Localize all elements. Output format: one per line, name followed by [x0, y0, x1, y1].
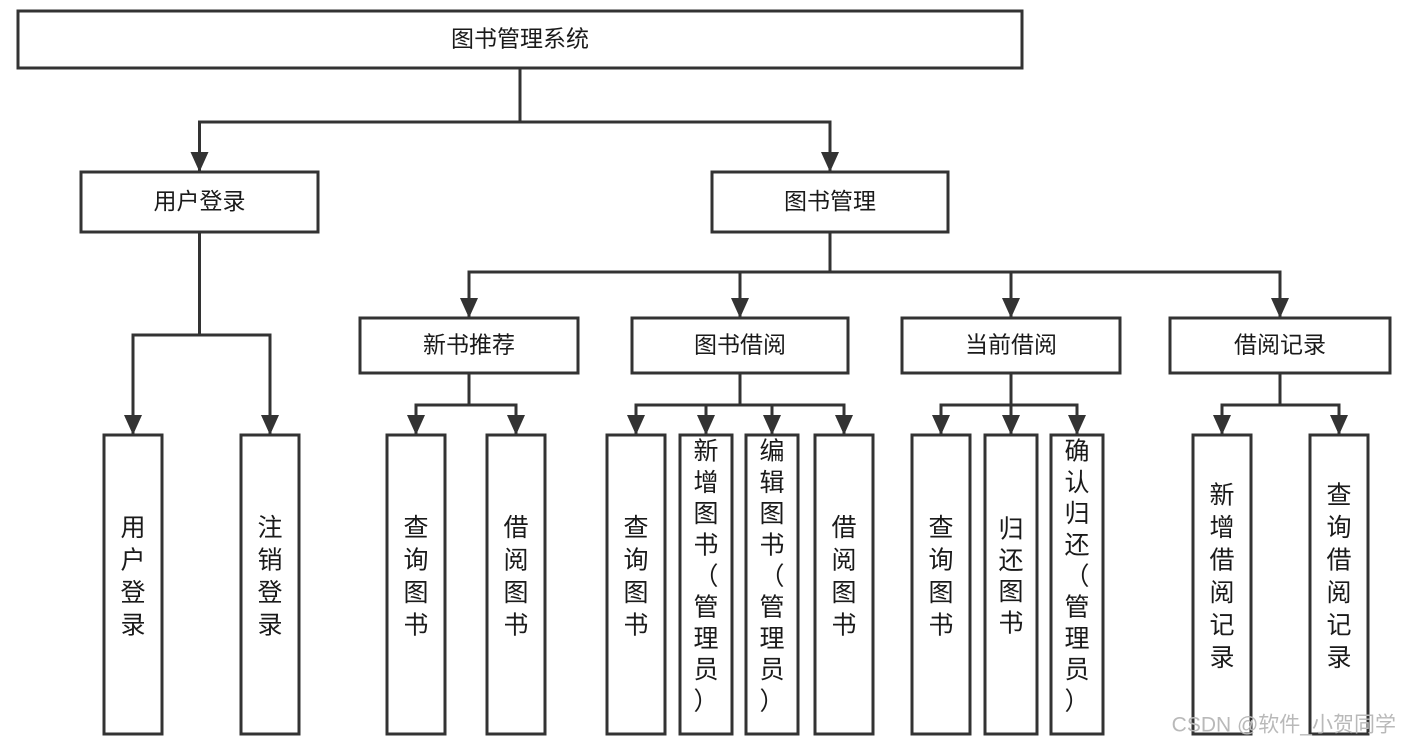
leaf-leaf-borrow-book-box — [813, 433, 875, 736]
arrow-head-icon — [932, 415, 950, 435]
leaf-leaf-borrow-book-label: 借阅图书 — [831, 514, 856, 640]
node-root-box — [16, 9, 1024, 70]
node-new-book-recommend-box — [358, 316, 580, 375]
arrow-head-icon — [1002, 415, 1020, 435]
leaf-leaf-query-record-box — [1308, 433, 1370, 736]
node-current-borrow[interactable]: 当前借阅 — [900, 316, 1122, 375]
node-root-label: 图书管理系统 — [451, 26, 589, 52]
node-book-borrow-label: 图书借阅 — [694, 332, 786, 358]
arrow-head-icon — [190, 152, 209, 172]
connectors-layer — [124, 66, 1348, 436]
leaf-leaf-query-book-new-box — [385, 433, 447, 736]
arrow-head-icon — [1213, 415, 1231, 435]
arrow-head-icon — [1271, 298, 1289, 318]
node-user-login[interactable]: 用户登录 — [79, 170, 320, 234]
leaf-leaf-logout-box — [239, 433, 301, 736]
arrow-head-icon — [697, 415, 715, 435]
leaf-leaf-return-book[interactable]: 归还图书 — [983, 433, 1039, 736]
leaf-leaf-edit-book[interactable]: 编辑图书（管理员） — [744, 433, 800, 736]
leaf-leaf-borrow-book[interactable]: 借阅图书 — [813, 433, 875, 736]
leaf-leaf-logout-label: 注销登录 — [257, 514, 282, 640]
arrow-head-icon — [261, 415, 279, 435]
node-book-management-box — [710, 170, 950, 234]
leaf-leaf-edit-book-box — [744, 433, 800, 736]
leaf-leaf-add-book-label: 新增图书（管理员） — [693, 438, 718, 716]
node-new-book-recommend-label: 新书推荐 — [423, 332, 515, 358]
node-current-borrow-box — [900, 316, 1122, 375]
leaf-leaf-query-book-current-box — [910, 433, 972, 736]
node-user-login-box — [79, 170, 320, 234]
leaf-leaf-add-record-label: 新增借阅记录 — [1209, 481, 1234, 672]
leaf-leaf-add-record-box — [1191, 433, 1253, 736]
leaf-leaf-return-book-label: 归还图书 — [998, 516, 1023, 638]
node-current-borrow-label: 当前借阅 — [965, 332, 1057, 358]
leaf-leaf-user-login[interactable]: 用户登录 — [102, 433, 164, 736]
node-book-borrow[interactable]: 图书借阅 — [630, 316, 850, 375]
node-new-book-recommend[interactable]: 新书推荐 — [358, 316, 580, 375]
arrow-head-icon — [460, 298, 478, 318]
leaf-leaf-user-login-label: 用户登录 — [120, 514, 145, 640]
arrow-head-icon — [1002, 298, 1020, 318]
node-user-login-label: 用户登录 — [154, 188, 246, 214]
leaf-leaf-borrow-book-new-label: 借阅图书 — [503, 514, 528, 640]
connector-bookmgmt-to-level3 — [460, 230, 1289, 319]
leaf-leaf-return-book-box — [983, 433, 1039, 736]
arrow-head-icon — [627, 415, 645, 435]
leaf-leaf-confirm-return-box — [1049, 433, 1105, 736]
arrow-head-icon — [124, 415, 142, 435]
leaf-leaf-logout[interactable]: 注销登录 — [239, 433, 301, 736]
leaf-leaf-user-login-box — [102, 433, 164, 736]
node-book-management-label: 图书管理 — [784, 188, 876, 214]
leaf-leaf-add-book[interactable]: 新增图书（管理员） — [678, 433, 734, 736]
leaf-leaf-query-book-new-label: 查询图书 — [403, 514, 428, 640]
arrow-head-icon — [821, 152, 839, 172]
leaf-leaf-edit-book-label: 编辑图书（管理员） — [759, 438, 784, 716]
leaf-leaf-borrow-book-new-box — [485, 433, 547, 736]
leaf-leaf-add-record[interactable]: 新增借阅记录 — [1191, 433, 1253, 736]
connector-root-to-level2 — [190, 66, 839, 173]
boxes-layer: 图书管理系统用户登录图书管理新书推荐图书借阅当前借阅借阅记录用户登录注销登录查询… — [16, 9, 1392, 736]
arrow-head-icon — [731, 298, 749, 318]
leaf-leaf-query-book-new[interactable]: 查询图书 — [385, 433, 447, 736]
connector-userlogin-to-leaves — [124, 230, 279, 436]
arrow-head-icon — [507, 415, 525, 435]
leaf-leaf-query-book-borrow-label: 查询图书 — [623, 514, 648, 640]
leaf-leaf-query-book-borrow-box — [605, 433, 667, 736]
arrow-head-icon — [1068, 415, 1086, 435]
leaf-leaf-borrow-book-new[interactable]: 借阅图书 — [485, 433, 547, 736]
node-root[interactable]: 图书管理系统 — [16, 9, 1024, 70]
csdn-watermark: CSDN @软件_小贺同学 — [1172, 714, 1396, 737]
leaf-leaf-query-book-current-label: 查询图书 — [928, 514, 953, 640]
connector-currentborrow-to-leaves — [932, 371, 1086, 436]
arrow-head-icon — [763, 415, 781, 435]
connector-bookborrow-to-leaves — [627, 371, 853, 436]
node-borrow-records[interactable]: 借阅记录 — [1168, 316, 1392, 375]
arrow-head-icon — [835, 415, 853, 435]
leaf-leaf-query-book-current[interactable]: 查询图书 — [910, 433, 972, 736]
connector-borrowrecords-to-leaves — [1213, 371, 1348, 436]
node-borrow-records-label: 借阅记录 — [1234, 332, 1326, 358]
node-book-borrow-box — [630, 316, 850, 375]
leaf-leaf-add-book-box — [678, 433, 734, 736]
arrow-head-icon — [1330, 415, 1348, 435]
leaf-leaf-confirm-return-label: 确认归还（管理员） — [1064, 438, 1089, 716]
leaf-leaf-query-book-borrow[interactable]: 查询图书 — [605, 433, 667, 736]
node-borrow-records-box — [1168, 316, 1392, 375]
leaf-leaf-confirm-return[interactable]: 确认归还（管理员） — [1049, 433, 1105, 736]
connector-newbook-to-leaves — [407, 371, 525, 436]
node-book-management[interactable]: 图书管理 — [710, 170, 950, 234]
leaf-leaf-query-record[interactable]: 查询借阅记录 — [1308, 433, 1370, 736]
leaf-leaf-query-record-label: 查询借阅记录 — [1326, 481, 1351, 672]
arrow-head-icon — [407, 415, 425, 435]
